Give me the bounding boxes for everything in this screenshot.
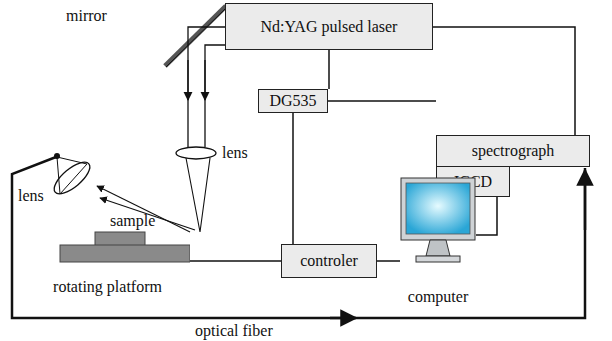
light-cone [57,157,87,194]
lens-label: lens [222,144,248,162]
node-text: spectrograph [472,142,555,160]
signal-line [377,260,400,262]
node-text: DG535 [269,92,316,110]
monitor-drawing [400,176,476,306]
laser-beam [188,27,225,147]
node-text: rotating platform [53,278,162,296]
signal-line [328,100,436,102]
laser-box: Nd:YAG pulsed laser [225,3,433,50]
fiber-arrow [584,170,587,230]
beam-arrow [187,60,188,100]
beam-arrow [204,60,205,100]
rotating-platform: rotating platform [25,230,190,296]
focus-lens [176,147,216,159]
optical-fiber [12,157,585,318]
focused-beam [186,158,210,232]
spectrograph-box: spectrograph [436,135,590,167]
fiber-arrow [330,317,356,320]
signal-line [476,197,497,235]
laser-beam [205,45,225,147]
delay-generator-box: DG535 [258,89,328,113]
node-text: computer [408,288,468,306]
mirror-label: mirror [66,7,107,25]
fiber-label: optical fiber [195,322,273,340]
sample-label: sample [110,212,155,230]
node-text: Nd:YAG pulsed laser [261,18,398,36]
node-text: controler [300,252,358,270]
signal-line [433,27,575,135]
signal-line [328,50,330,89]
computer-icon: computer [400,176,476,306]
lens-label: lens [18,187,44,205]
signal-line [190,260,281,262]
mirror-plate [165,6,226,66]
controller-box: controler [281,244,377,278]
emission-arrow [97,186,190,232]
mirror-edge [166,7,227,67]
signal-line [292,113,294,244]
emission-arrow [100,198,195,230]
collect-lens [49,157,94,199]
